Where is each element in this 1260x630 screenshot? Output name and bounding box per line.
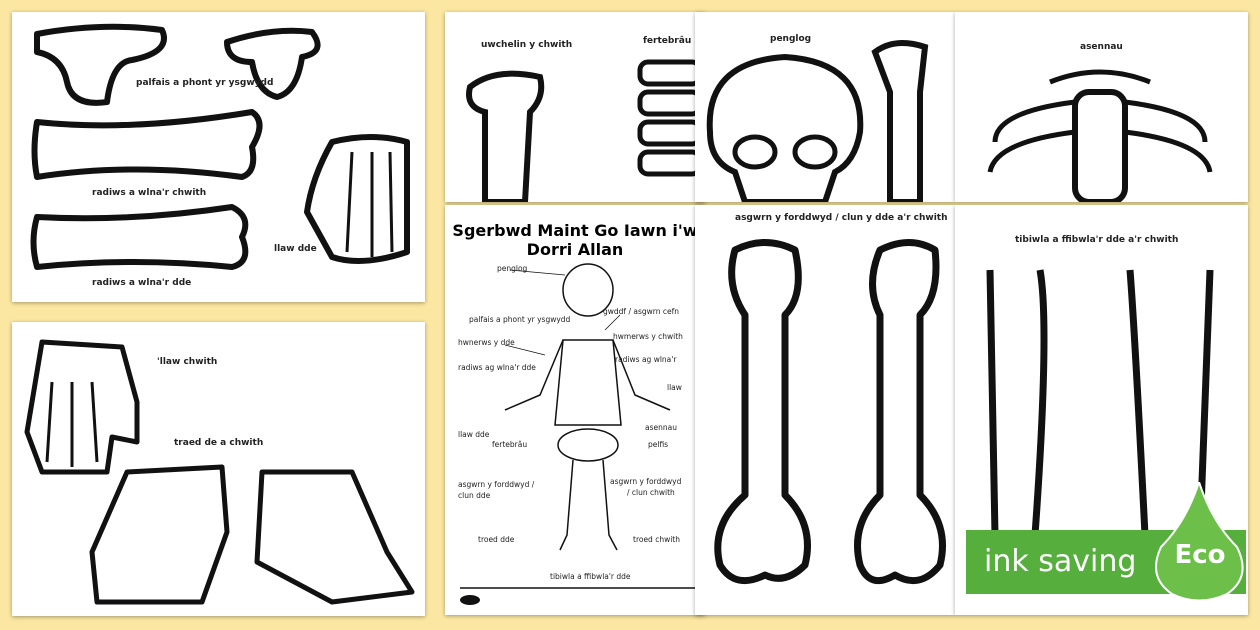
sheet-femur: asgwrn y forddwyd / clun y dde a'r chwit… xyxy=(695,205,955,615)
label: gwddf / asgwrn cefn xyxy=(603,307,679,316)
label: asgwrn y forddwyd / xyxy=(458,480,535,489)
label: uwchelin y chwith xyxy=(481,40,573,50)
label: asennau xyxy=(645,423,677,432)
sheet-ribs: asennau xyxy=(955,12,1248,202)
skeleton-diagram xyxy=(460,263,695,605)
label: pelfis xyxy=(648,440,669,449)
label: hwmerws y chwith xyxy=(613,332,683,341)
label: penglog xyxy=(497,264,528,273)
logo xyxy=(460,595,480,605)
label: troed chwith xyxy=(633,535,680,544)
label: radiws ag wlna'r xyxy=(615,355,677,364)
sheet-humerus-vertebrae: uwchelin y chwith fertebrâu xyxy=(445,12,705,202)
label: palfais a phont yr ysgwydd xyxy=(136,78,274,88)
sheet-hands-feet: 'llaw chwith traed de a chwith xyxy=(12,322,425,616)
label: / clun chwith xyxy=(627,488,675,497)
label: troed dde xyxy=(478,535,515,544)
label: llaw dde xyxy=(458,430,490,439)
label: tibiwla a ffibwla'r dde a'r chwith xyxy=(1015,235,1179,245)
label: fertebrâu xyxy=(492,440,528,449)
label: llaw dde xyxy=(274,244,317,254)
label: palfais a phont yr ysgwydd xyxy=(469,315,571,324)
title-line: Sgerbwd Maint Go Iawn i'w xyxy=(452,221,698,240)
sheet-arm-bones: palfais a phont yr ysgwydd radiws a wlna… xyxy=(12,12,425,302)
sheet-skull: penglog xyxy=(695,12,955,202)
label: fertebrâu xyxy=(643,36,692,46)
label: llaw xyxy=(667,383,682,392)
label: clun dde xyxy=(458,491,491,500)
label: traed de a chwith xyxy=(174,438,264,448)
ribs-illustration xyxy=(987,69,1213,202)
arm-bones-illustration xyxy=(30,23,410,270)
label: tibiwla a ffibwla'r dde xyxy=(550,572,631,581)
eco-drop-icon xyxy=(1154,482,1244,600)
label: hwnerws y dde xyxy=(458,338,515,347)
skull-illustration xyxy=(706,40,929,202)
label: penglog xyxy=(770,34,812,44)
label: asennau xyxy=(1080,42,1123,52)
hand-feet-illustration xyxy=(24,339,415,605)
label: radiws ag wlna'r dde xyxy=(458,363,536,372)
tibia-illustration xyxy=(986,269,1214,536)
label: radiws a wlna'r dde xyxy=(92,278,192,288)
title-line: Dorri Allan xyxy=(526,240,624,259)
eco-label: Eco xyxy=(1174,540,1226,570)
label: radiws a wlna'r chwith xyxy=(92,188,207,198)
femur-illustration xyxy=(714,239,946,585)
label: asgwrn y forddwyd xyxy=(610,477,682,486)
label: asgwrn y forddwyd / clun y dde a'r chwit… xyxy=(735,213,948,223)
label: 'llaw chwith xyxy=(157,357,218,367)
